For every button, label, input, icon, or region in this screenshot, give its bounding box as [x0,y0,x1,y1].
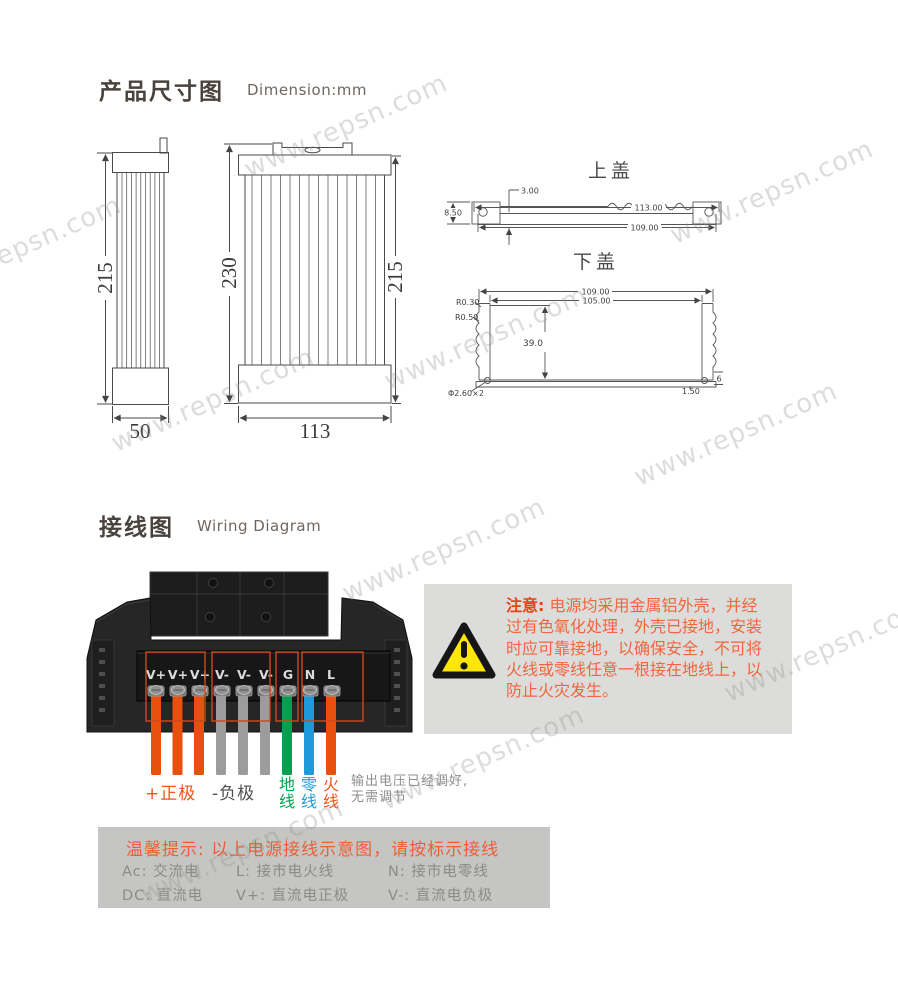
bottom-cover-hole-dim: Φ2.60×2 [448,389,484,398]
legend-live: L: 接市电火线 [236,864,335,880]
front-total-height-dim: 230 [217,257,241,289]
output-note-line2: 无需调节 [351,790,408,805]
dimension-section-subtitle: Dimension:mm [247,81,368,99]
top-cover-outer-width-dim: 113.00 [635,204,663,213]
notice-legend: Ac: 交流电 L: 接市电火线 N: 接市电零线 DC: 直流电 V+: 直流… [122,860,554,905]
top-cover-inner-width-dim: 109.00 [631,224,659,233]
terminal-label: V+ [146,667,166,682]
terminal-label: V+ [190,667,210,682]
bottom-cover-title: 下盖 [573,251,619,273]
side-height-dim: 215 [93,262,117,294]
dimension-section-title: 产品尺寸图 [99,79,224,105]
legend-vminus: V-: 直流电负极 [388,888,494,904]
legend-dc: DC: 直流电 [122,888,204,904]
warning-box: 注意: 电源均采用金属铝外壳，并经 过有色氧化处理，外壳已接地，安装 时应可靠接… [424,584,792,734]
wiring-section-title: 接线图 [99,515,174,541]
bottom-cover-drawing [470,287,723,392]
neutral-wire-label: 零线 [300,775,317,811]
front-body-height-dim: 215 [383,261,407,293]
wire-neutral [304,686,314,775]
terminal-label: V- [215,667,229,682]
terminal-group-frames [145,651,364,722]
legend-vplus: V+: 直流电正极 [236,888,350,904]
bottom-cover-base-thickness-dim: 1.50 [682,387,700,396]
warning-label: 注意: [506,596,545,615]
top-cover-height-dim: 8.50 [444,209,462,218]
front-view-drawing [224,142,401,423]
psu-photo: V+ V+ V+ V- V- V- G N L [86,571,413,775]
terminal-label: V+ [168,667,188,682]
terminal-label: L [327,667,335,682]
bottom-cover-radius-large: R0.50 [455,313,478,322]
side-view-drawing [97,137,169,423]
notice-headline: 温馨提示: 以上电源接线示意图，请按标示接线 [126,840,500,860]
terminal-label: G [283,667,293,682]
bottom-cover-wall-height-dim: 39.0 [523,339,543,349]
terminal-label: V- [237,667,251,682]
wire-live [326,686,336,775]
warning-triangle-icon [432,622,496,679]
live-wire-label: 火线 [322,775,339,811]
wire-positive [172,686,183,775]
negative-wire-label: -负极 [212,784,256,804]
screw-terminals [147,685,341,697]
output-note-line1: 输出电压已经调好, [351,774,469,789]
bottom-cover-inner-width-dim: 105.00 [583,297,611,306]
front-width-dim: 113 [300,419,331,443]
warning-line1: 电源均采用金属铝外壳，并经 [549,596,758,615]
top-cover-rib-dim: 3.00 [521,187,539,196]
terminal-label: V- [259,667,273,682]
wire-positive [194,686,204,775]
wire-positive [151,686,161,775]
side-width-dim: 50 [130,419,151,443]
bottom-cover-foot-width-dim: 6 [716,375,721,384]
positive-wire-label: +正极 [145,784,197,804]
warning-line5: 防止火灾发生。 [506,681,619,701]
top-cover-drawing [442,189,722,245]
notice-box: 温馨提示: 以上电源接线示意图，请按标示接线 Ac: 交流电 L: 接市电火线 … [98,827,550,908]
wire-negative [216,686,226,775]
warning-line3: 时应可靠接地，以确保安全，不可将 [506,638,763,658]
bottom-cover-outer-width-dim: 109.00 [582,288,610,297]
terminal-label: N [305,667,315,682]
top-cover-title: 上盖 [588,160,634,182]
warning-line4: 火线或零线任意一根接在地线上，以 [506,659,763,679]
legend-neutral: N: 接市电零线 [388,864,489,880]
output-voltage-note: 输出电压已经调好, 无需调节 [351,774,468,806]
wire-negative [238,686,248,775]
wire-negative [260,686,270,775]
bottom-cover-radius-small: R0.30 [456,298,479,307]
wires [151,686,336,775]
wiring-section-subtitle: Wiring Diagram [197,517,322,535]
ground-wire-label: 地线 [278,775,295,811]
wire-ground [282,686,292,775]
warning-line2: 过有色氧化处理，外壳已接地，安装 [506,617,763,637]
warning-text: 注意: 电源均采用金属铝外壳，并经 过有色氧化处理，外壳已接地，安装 时应可靠接… [506,595,786,701]
legend-ac: Ac: 交流电 [122,864,200,880]
